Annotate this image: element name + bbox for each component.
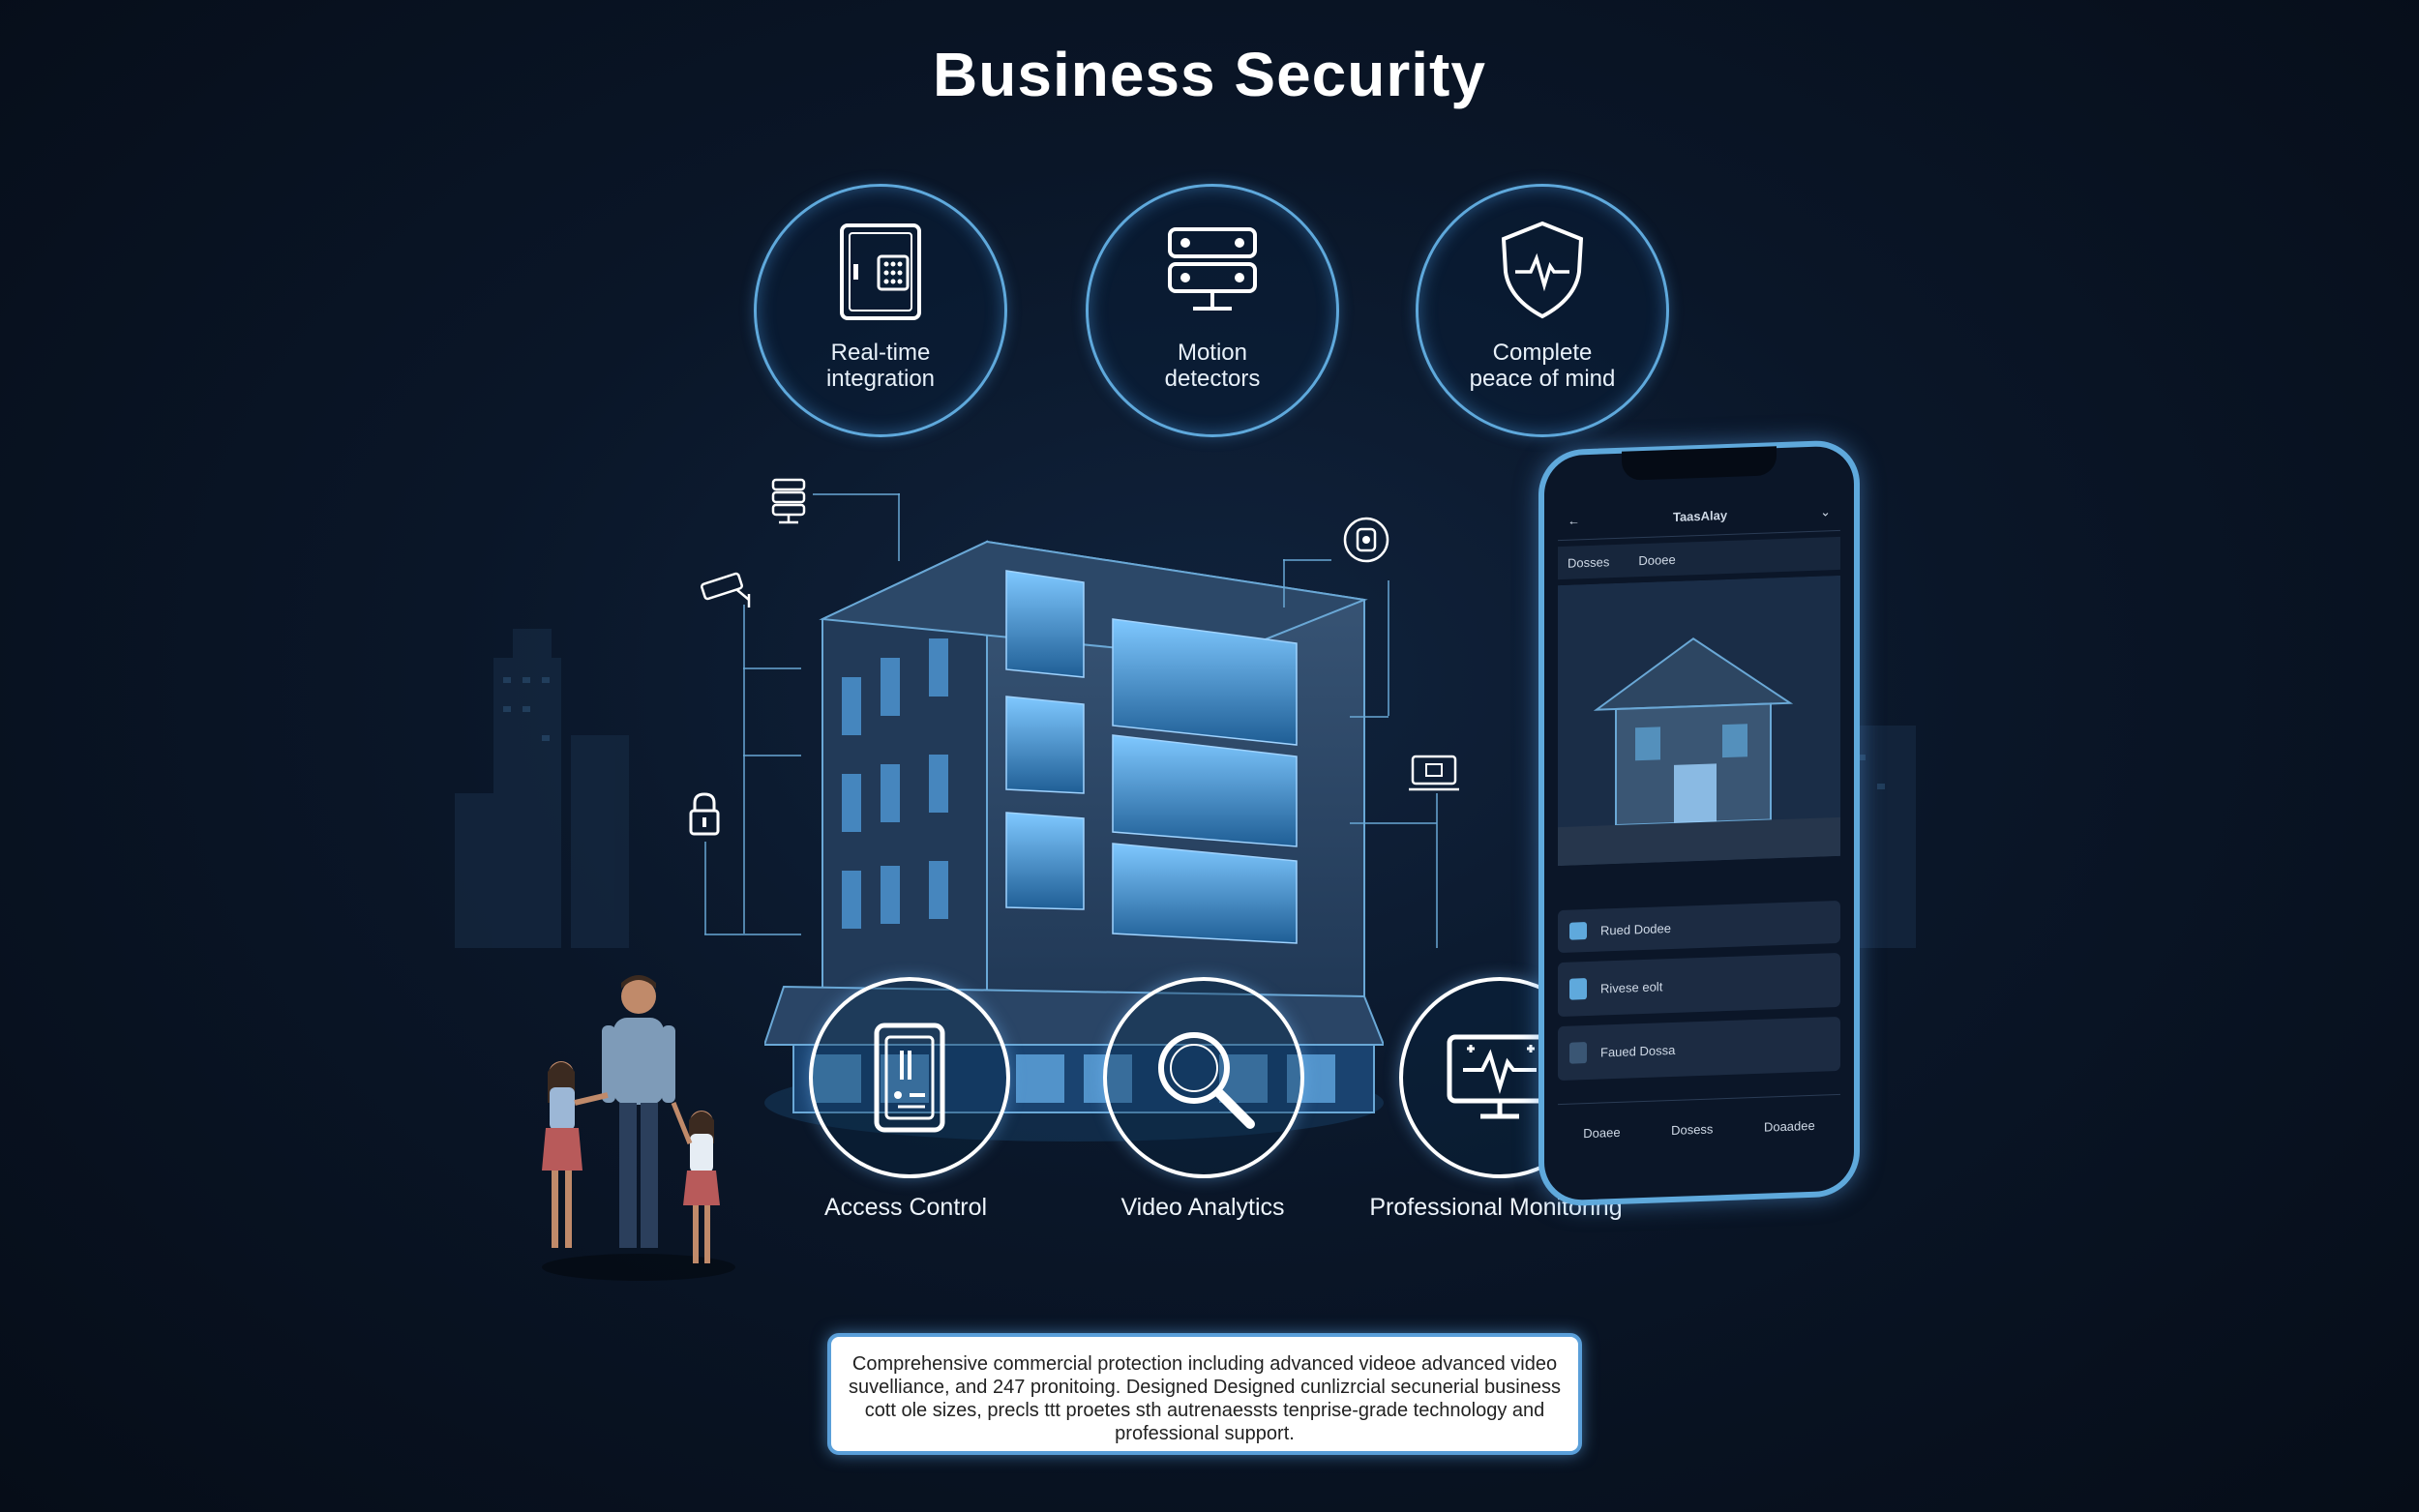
door-panel-icon <box>874 1023 945 1133</box>
feature-label: Video Analytics <box>1120 1194 1285 1221</box>
feature-label: Complete peace of mind <box>1469 340 1616 392</box>
connector-line <box>1436 793 1438 948</box>
page-title: Business Security <box>933 40 1486 109</box>
feature-label: Real-time integration <box>825 340 936 392</box>
phone-tab-bar: Dosses Dooee <box>1558 536 1840 580</box>
padlock-icon <box>689 792 720 836</box>
connector-line <box>813 493 900 495</box>
connector-line <box>743 667 801 669</box>
nav-item[interactable]: Doaadee <box>1763 1117 1815 1135</box>
nav-item[interactable]: Dosess <box>1671 1120 1714 1138</box>
device-list-row[interactable]: Rivese eolt <box>1558 952 1840 1018</box>
feature-peace-of-mind: Complete peace of mind <box>1416 184 1669 437</box>
connector-line <box>743 605 745 934</box>
feature-access-control <box>809 977 1010 1178</box>
server-icon <box>771 478 806 524</box>
phone-bottom-nav: Doaee Dosess Doaadee <box>1558 1093 1840 1164</box>
connector-line <box>1283 559 1331 561</box>
connector-line <box>1350 716 1389 718</box>
connector-line <box>704 842 706 934</box>
family-illustration <box>542 975 735 1281</box>
chevron-down-icon[interactable]: ⌄ <box>1820 503 1831 519</box>
device-list-row[interactable]: Faued Dossa <box>1558 1016 1840 1082</box>
feature-real-time-integration: Real-time integration <box>754 184 1007 437</box>
connector-line <box>743 755 801 756</box>
smart-sensor-icon <box>1343 517 1389 563</box>
device-icon <box>1569 1042 1587 1064</box>
feature-label: Access Control <box>823 1194 988 1221</box>
tab-label[interactable]: Dosses <box>1568 553 1610 571</box>
device-list-row[interactable]: Rued Dodee <box>1558 900 1840 954</box>
computer-terminal-icon <box>1409 755 1459 791</box>
device-row-label: Rivese eolt <box>1600 978 1663 996</box>
phone-app-header: ← TaasAlay ⌄ <box>1558 491 1840 542</box>
magnifier-icon <box>1158 1032 1255 1129</box>
connector-line <box>1283 559 1285 608</box>
safe-keypad-icon <box>840 223 921 320</box>
security-camera-icon <box>701 572 751 608</box>
sensor-icon <box>1168 227 1257 311</box>
feature-video-analytics <box>1103 977 1304 1178</box>
connector-line <box>898 493 900 561</box>
feature-motion-detectors: Motion detectors <box>1086 184 1339 437</box>
shield-pulse-icon <box>1501 221 1584 319</box>
feature-label: Motion detectors <box>1164 340 1261 392</box>
device-icon <box>1569 922 1587 940</box>
smartphone-mockup: ← TaasAlay ⌄ Dosses Dooee Rued Dodee Riv… <box>1538 439 1860 1207</box>
connector-line <box>704 934 801 935</box>
connector-line <box>1388 580 1389 716</box>
back-arrow-icon[interactable]: ← <box>1568 513 1580 528</box>
phone-notch <box>1622 446 1777 481</box>
nav-item[interactable]: Doaee <box>1583 1124 1621 1141</box>
description-box: Comprehensive commercial protection incl… <box>827 1333 1582 1455</box>
device-label[interactable]: Dooee <box>1638 551 1676 568</box>
device-row-label: Rued Dodee <box>1600 920 1671 938</box>
device-row-label: Faued Dossa <box>1600 1042 1676 1060</box>
house-camera-view <box>1558 575 1840 867</box>
connector-line <box>1350 822 1437 824</box>
device-icon <box>1569 978 1587 1000</box>
app-title: TaasAlay <box>1672 507 1728 524</box>
